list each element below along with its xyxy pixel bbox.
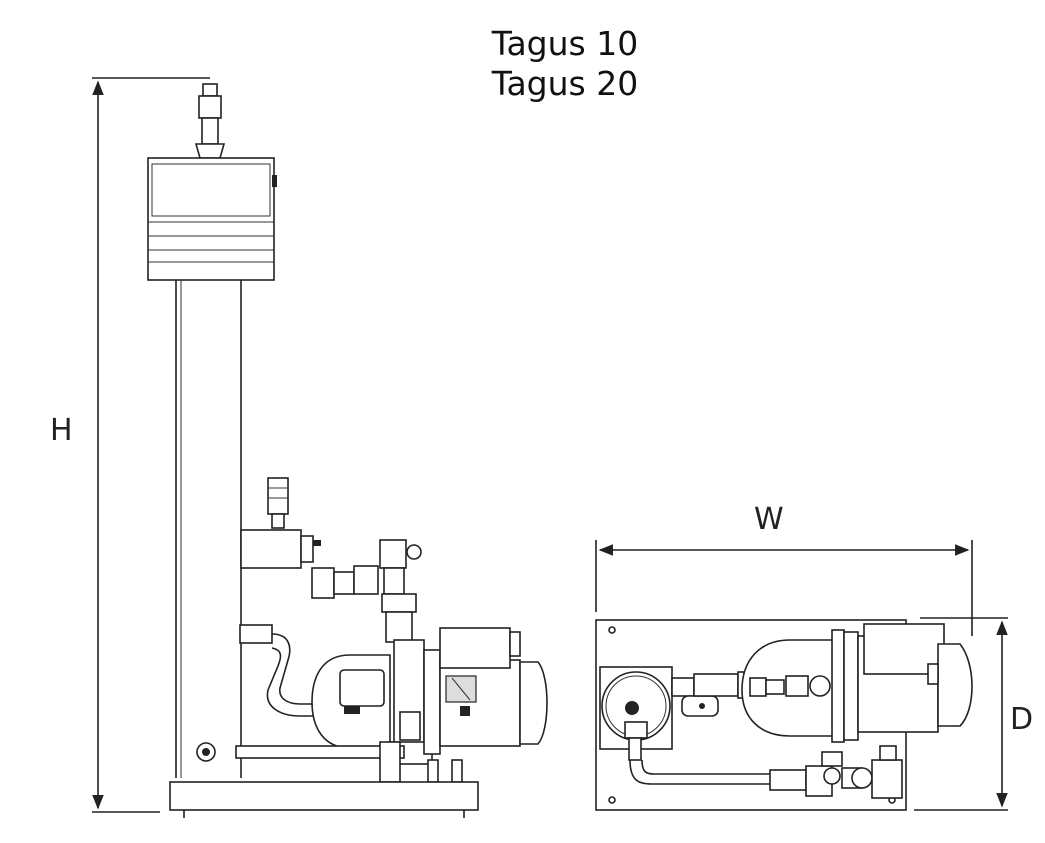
diagram-title-line1: Tagus 10 bbox=[491, 24, 639, 63]
width-dimension-label: W bbox=[754, 502, 784, 537]
side-view-pump-unit bbox=[147, 83, 548, 818]
top-view-motor-icon bbox=[857, 623, 973, 733]
height-dimension-line bbox=[92, 77, 210, 813]
return-pipe-icon bbox=[196, 741, 463, 783]
column-top-icon bbox=[599, 666, 673, 761]
top-view-fittings-icon bbox=[671, 671, 745, 717]
diagram-title-line2: Tagus 20 bbox=[491, 64, 639, 103]
base-plate-icon bbox=[169, 781, 479, 818]
depth-dimension-line bbox=[914, 617, 1008, 811]
pump-motor-icon bbox=[423, 627, 548, 755]
top-view-return-pipe-icon bbox=[629, 745, 903, 799]
width-dimension-line bbox=[595, 540, 973, 636]
depth-dimension-label: D bbox=[1010, 702, 1034, 737]
pipe-fittings-icon bbox=[239, 539, 422, 717]
column-tank-icon bbox=[175, 280, 242, 778]
height-dimension-label: H bbox=[50, 413, 73, 448]
solenoid-valve-icon bbox=[240, 477, 321, 569]
top-view-vessel-icon bbox=[741, 629, 859, 743]
top-view-pump-unit bbox=[595, 619, 973, 811]
control-box-icon bbox=[147, 157, 277, 281]
level-sensor-icon bbox=[194, 83, 226, 159]
